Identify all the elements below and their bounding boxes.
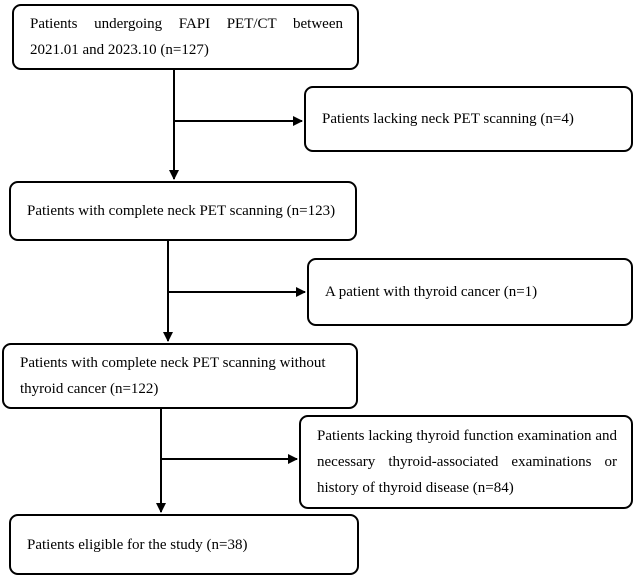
without-cancer-text: Patients with complete neck PET scanning… — [20, 355, 326, 397]
total-patients-text: Patients undergoing FAPI PET/CT between … — [30, 16, 343, 58]
without-cancer-box: Patients with complete neck PET scanning… — [2, 343, 358, 409]
total-patients-box: Patients undergoing FAPI PET/CT between … — [12, 4, 359, 70]
eligible-patients-text: Patients eligible for the study (n=38) — [27, 536, 248, 553]
complete-neck-box: Patients with complete neck PET scanning… — [9, 181, 357, 241]
exclusion-examination-box: Patients lacking thyroid function examin… — [299, 415, 633, 509]
complete-neck-text: Patients with complete neck PET scanning… — [27, 203, 336, 219]
exclusion-thyroid-cancer-box: A patient with thyroid cancer (n=1) — [307, 258, 633, 326]
eligible-patients-box: Patients eligible for the study (n=38) — [9, 514, 359, 575]
exclusion-thyroid-cancer-text: A patient with thyroid cancer (n=1) — [325, 284, 538, 300]
exclusion-examination-text: Patients lacking thyroid function examin… — [317, 428, 617, 496]
exclusion-no-neck-text: Patients lacking neck PET scanning (n=4) — [322, 111, 574, 127]
exclusion-no-neck-box: Patients lacking neck PET scanning (n=4) — [304, 86, 633, 152]
